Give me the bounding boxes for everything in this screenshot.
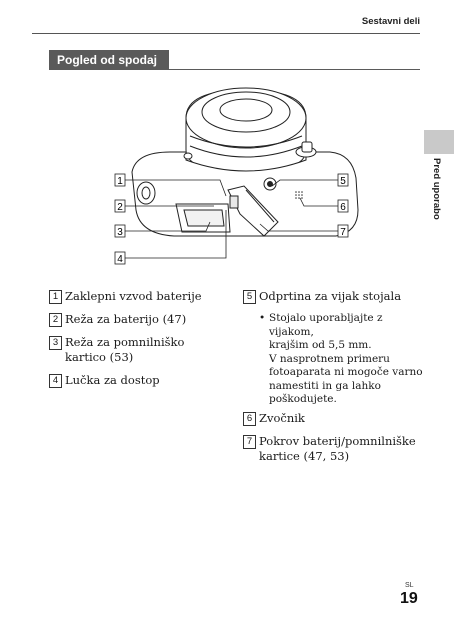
legend-text: Lučka za dostop xyxy=(65,373,160,387)
legend-item-3: 3 Reža za pomnilniško kartico (53) xyxy=(49,335,219,365)
header-rule xyxy=(32,33,420,34)
callout-5: 5 xyxy=(337,173,349,187)
note-line: fotoaparata ni mogoče varno xyxy=(269,366,423,378)
lens-drawing xyxy=(185,87,307,173)
callout-4: 4 xyxy=(114,251,126,265)
legend-number: 3 xyxy=(49,336,62,350)
callout-3: 3 xyxy=(114,224,126,238)
callout-6: 6 xyxy=(337,199,349,213)
legend-number: 1 xyxy=(49,290,62,304)
legend-number: 4 xyxy=(49,374,62,388)
callout-2: 2 xyxy=(114,199,126,213)
section-banner: Pogled od spodaj xyxy=(49,50,169,70)
legend-text: Zaklepni vzvod baterije xyxy=(65,289,202,303)
legend-text: Zvočnik xyxy=(259,410,305,425)
callout-2-label: 2 xyxy=(117,202,123,213)
legend-item-5: 5 Odprtina za vijak stojala xyxy=(243,289,423,304)
note-line: namestiti in ga lahko xyxy=(269,379,381,392)
callout-5-label: 5 xyxy=(340,176,346,187)
tripod-screw-note: • Stojalo uporabljajte z vijakom, krajši… xyxy=(243,312,423,407)
legend-text: Reža za pomnilniško xyxy=(65,335,185,349)
legend-item-4: 4 Lučka za dostop xyxy=(49,373,219,388)
legend-right-column: 5 Odprtina za vijak stojala • Stojalo up… xyxy=(243,289,423,472)
callout-7: 7 xyxy=(337,224,349,238)
callout-1: 1 xyxy=(114,173,126,187)
speaker-grille-drawing xyxy=(295,191,303,199)
legend-text: kartice (47, 53) xyxy=(259,448,350,463)
legend-text: Pokrov baterij/pomnilniške xyxy=(259,433,416,448)
page-number: 19 xyxy=(400,590,418,607)
legend-text: Odprtina za vijak stojala xyxy=(259,289,402,303)
callout-3-label: 3 xyxy=(117,227,123,238)
side-tab-marker xyxy=(424,130,454,154)
note-line: poškodujete. xyxy=(269,393,337,405)
camera-bottom-illustration: 1 2 3 4 5 6 7 xyxy=(114,87,359,265)
legend-item-7: 7 Pokrov baterij/pomnilniške kartice (47… xyxy=(243,434,423,464)
legend-item-1: 1 Zaklepni vzvod baterije xyxy=(49,289,219,304)
leader-lines xyxy=(125,179,338,259)
legend-left-column: 1 Zaklepni vzvod baterije 2 Reža za bate… xyxy=(49,289,219,396)
note-line: Stojalo uporabljajte z vijakom, xyxy=(269,312,383,338)
legend-number: 5 xyxy=(243,290,256,304)
legend-text: kartico (53) xyxy=(65,350,134,364)
callout-4-label: 4 xyxy=(117,254,123,265)
camera-body-drawing xyxy=(131,141,359,237)
bullet-icon: • xyxy=(259,312,266,324)
note-line: V nasprotnem primeru xyxy=(269,352,390,365)
language-code: SL xyxy=(405,582,414,589)
legend-number: 2 xyxy=(49,313,62,327)
legend-item-6: 6 Zvočnik xyxy=(243,411,423,426)
legend-item-2: 2 Reža za baterijo (47) xyxy=(49,312,219,327)
running-header: Sestavni deli xyxy=(361,16,420,27)
section-title: Pogled od spodaj xyxy=(57,53,158,67)
callout-6-label: 6 xyxy=(340,202,346,213)
legend-text: Reža za baterijo (47) xyxy=(65,312,187,326)
callout-7-label: 7 xyxy=(340,227,346,238)
side-tab-label: Pred uporabo xyxy=(431,158,442,220)
legend-number: 6 xyxy=(243,411,256,426)
callout-1-label: 1 xyxy=(117,176,123,187)
legend-number: 7 xyxy=(243,434,256,449)
note-line: krajšim od 5,5 mm. xyxy=(269,339,372,351)
banner-rule xyxy=(49,69,420,70)
